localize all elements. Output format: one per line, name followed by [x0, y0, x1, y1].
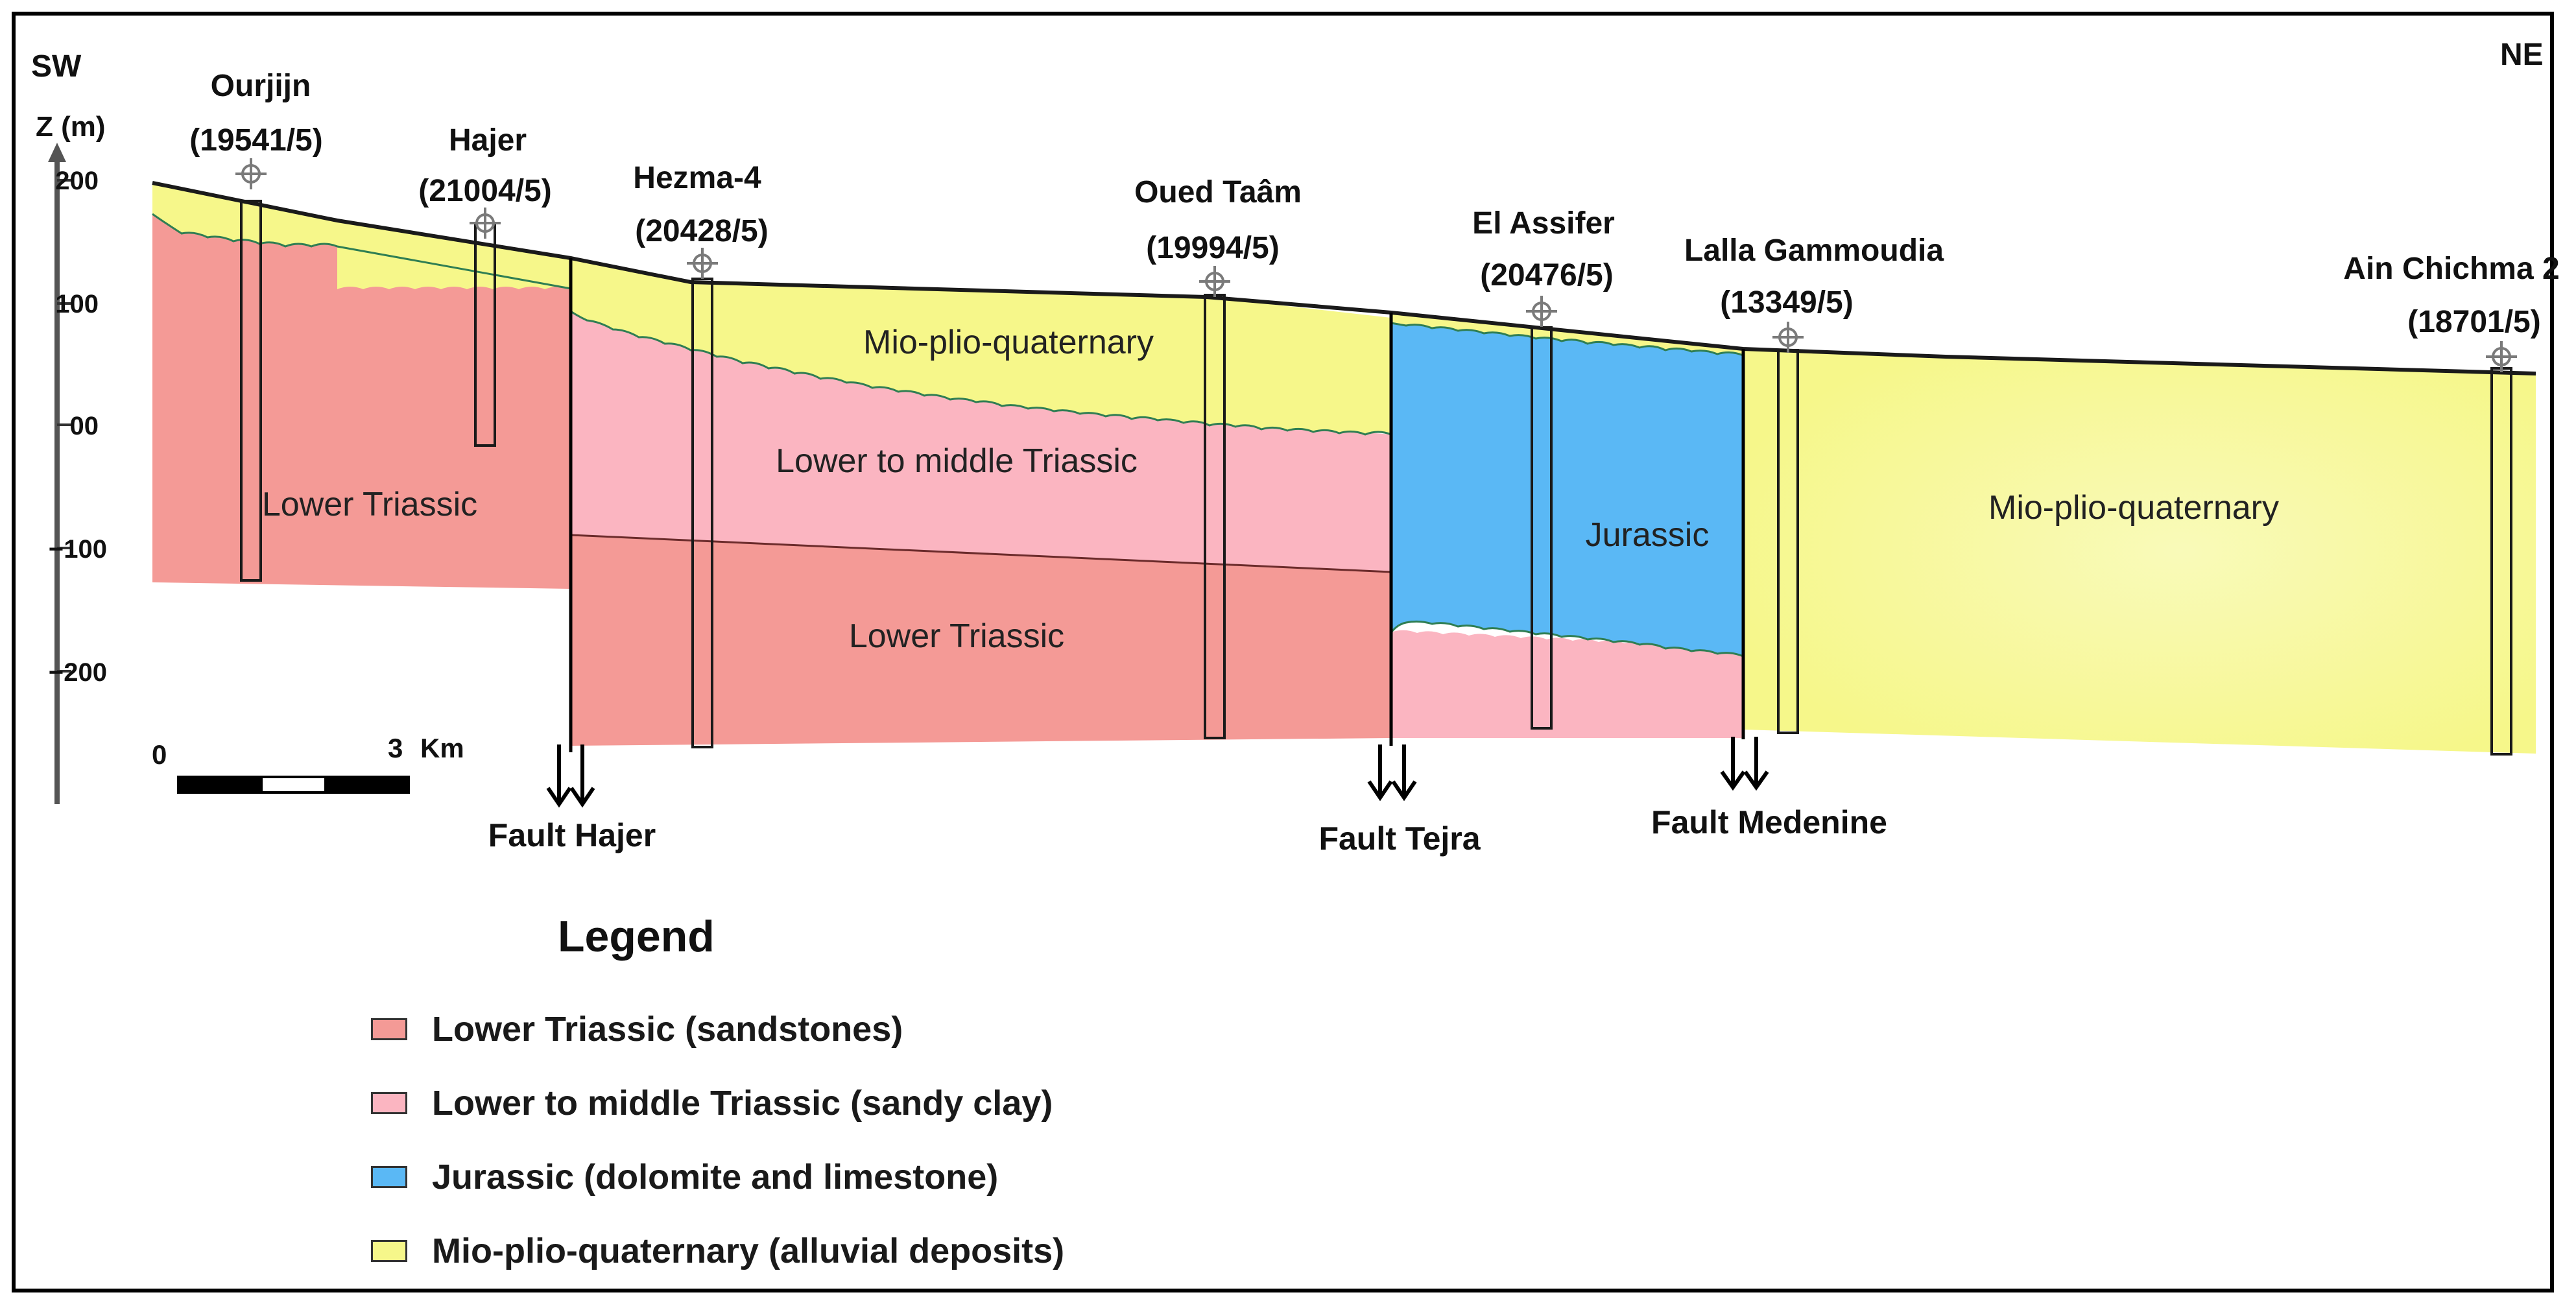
tick-label: 100 — [55, 290, 99, 318]
well-head-icon — [470, 208, 501, 239]
well-head-icon — [2486, 341, 2517, 372]
fault-label: Fault Medenine — [1651, 804, 1887, 840]
geologic-units — [152, 183, 2536, 754]
borehole — [1531, 326, 1553, 730]
well-id: (21004/5) — [418, 174, 551, 208]
well-symbols — [235, 158, 2517, 372]
fault-lines — [569, 258, 1745, 752]
well-head-icon — [1199, 266, 1230, 297]
well-id: (20476/5) — [1480, 258, 1613, 292]
legend-item: Lower to middle Triassic (sandy clay) — [371, 1066, 1064, 1140]
legend: Lower Triassic (sandstones) Lower to mid… — [371, 992, 1064, 1288]
unconformity-lines — [152, 213, 1744, 658]
label-mio-plio-middle: Mio-plio-quaternary — [863, 324, 1154, 361]
well-labels: Ourjijn (19541/5) Hajer (21004/5) Hezma-… — [189, 69, 2559, 339]
borehole — [1777, 349, 1799, 734]
tick-label: 00 — [70, 412, 99, 440]
legend-swatch — [371, 1018, 407, 1040]
fault-arrow-down-icon — [546, 744, 572, 808]
unit-lower-middle-triassic — [571, 311, 1391, 572]
z-axis: Z (m) 200 100 00 −100 −200 — [36, 111, 107, 804]
label-lower-middle-triassic: Lower to middle Triassic — [776, 442, 1138, 480]
legend-item: Mio-plio-quaternary (alluvial deposits) — [371, 1214, 1064, 1288]
tick-label: −200 — [49, 658, 107, 687]
z-axis-label: Z (m) — [36, 111, 106, 143]
label-jurassic: Jurassic — [1586, 516, 1710, 554]
fault-labels: Fault Hajer Fault Tejra Fault Medenine — [488, 804, 1887, 857]
well-id: (18701/5) — [2407, 305, 2540, 339]
well-name: Lalla Gammoudia — [1684, 233, 1944, 268]
legend-item: Jurassic (dolomite and limestone) — [371, 1140, 1064, 1214]
borehole — [691, 278, 713, 748]
label-lower-triassic-middle: Lower Triassic — [849, 617, 1064, 655]
well-id: (19541/5) — [189, 123, 322, 158]
unit-mio-plio-east — [1743, 349, 2536, 754]
tick-label: 200 — [55, 167, 99, 195]
well-id: (19994/5) — [1146, 231, 1279, 265]
tick-label: −100 — [49, 535, 107, 564]
well-name: Hezma-4 — [633, 161, 761, 195]
fault-arrow-down-icon — [569, 744, 595, 808]
borehole — [474, 222, 496, 447]
well-id: (13349/5) — [1720, 285, 1853, 320]
legend-item: Lower Triassic (sandstones) — [371, 992, 1064, 1066]
well-head-icon — [687, 248, 718, 279]
legend-swatch — [371, 1166, 407, 1188]
legend-label: Jurassic (dolomite and limestone) — [432, 1158, 999, 1197]
figure-frame — [12, 12, 2554, 1292]
scale-bar: 0 3 Km — [152, 733, 464, 794]
scale-start-label: 0 — [152, 739, 167, 770]
fault-label: Fault Hajer — [488, 817, 656, 853]
well-name: Ourjijn — [211, 69, 311, 103]
well-id: (20428/5) — [635, 214, 768, 248]
unit-lower-middle-triassic-east — [1391, 630, 1743, 738]
legend-label: Lower Triassic (sandstones) — [432, 1010, 903, 1049]
well-name: Hajer — [449, 123, 527, 158]
borehole — [2490, 367, 2512, 756]
unit-mio-plio-left — [152, 183, 571, 289]
well-head-icon — [235, 158, 267, 189]
legend-title: Legend — [558, 912, 715, 961]
direction-ne: NE — [2500, 38, 2544, 72]
cross-section: Z (m) 200 100 00 −100 −200 SW NE 0 3 Km … — [31, 38, 2560, 857]
legend-label: Mio-plio-quaternary (alluvial deposits) — [432, 1232, 1065, 1270]
unit-lower-triassic-middle — [571, 535, 1391, 746]
fault-arrow-down-icon — [1391, 744, 1417, 802]
well-name: Ain Chichma 2 — [2343, 252, 2559, 286]
scale-end-label: 3 — [388, 733, 403, 763]
fault-arrows — [546, 737, 1769, 808]
well-head-icon — [1772, 322, 1804, 353]
borehole — [1204, 294, 1226, 739]
fault-label: Fault Tejra — [1318, 820, 1481, 857]
fault-arrow-down-icon — [1743, 737, 1769, 791]
unit-jurassic — [1391, 318, 1743, 656]
fault-arrow-down-icon — [1720, 737, 1746, 791]
legend-swatch — [371, 1092, 407, 1114]
legend-label: Lower to middle Triassic (sandy clay) — [432, 1084, 1053, 1123]
label-mio-plio-east: Mio-plio-quaternary — [1988, 489, 2279, 527]
well-name: Oued Taâm — [1134, 175, 1302, 209]
direction-sw: SW — [31, 49, 82, 84]
unit-mio-plio-middle — [571, 258, 1391, 435]
well-name: El Assifer — [1472, 206, 1615, 241]
legend-swatch — [371, 1240, 407, 1262]
contact-line — [570, 534, 1392, 573]
label-lower-triassic-left: Lower Triassic — [262, 486, 477, 523]
scale-unit-label: Km — [420, 733, 464, 763]
unit-labels: Lower Triassic Lower to middle Triassic … — [262, 324, 2279, 655]
fault-arrow-down-icon — [1367, 744, 1393, 802]
borehole — [240, 200, 262, 582]
unit-lower-triassic-left — [152, 214, 571, 589]
well-head-icon — [1526, 296, 1557, 327]
